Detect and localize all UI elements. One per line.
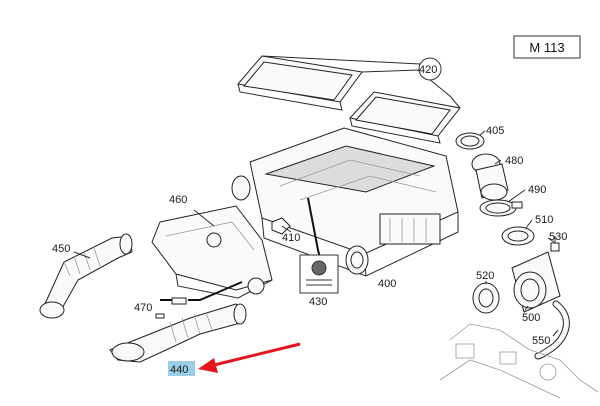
air-filter-element-lower <box>349 91 461 144</box>
leader-405 <box>479 130 486 136</box>
label-plate <box>299 254 339 294</box>
part-number-440[interactable]: 440 <box>170 364 188 376</box>
engine-background <box>439 323 599 399</box>
throttle-housing <box>511 251 561 313</box>
intake-duct <box>151 205 273 299</box>
air-filter-housing <box>231 127 459 277</box>
air-mass-sensor <box>471 153 509 201</box>
part-number-520[interactable]: 520 <box>476 270 494 282</box>
hose-clamp-490 <box>479 199 523 217</box>
leader-460 <box>193 209 215 227</box>
highlight-440 <box>168 361 195 376</box>
part-number-530[interactable]: 530 <box>549 231 567 243</box>
part-number-470[interactable]: 470 <box>134 302 152 314</box>
leader-510 <box>525 219 533 229</box>
sleeve-510 <box>501 226 535 246</box>
leader-450 <box>73 251 91 259</box>
seal-520 <box>472 282 500 314</box>
model-code-box: M 113 <box>513 35 581 59</box>
seal-ring <box>455 132 485 150</box>
leader-500 <box>524 305 529 311</box>
clip-410 <box>271 217 291 235</box>
leader-550 <box>552 329 559 337</box>
part-number-460[interactable]: 460 <box>169 194 187 206</box>
part-number-430[interactable]: 430 <box>309 296 327 308</box>
sensor-530 <box>550 236 560 252</box>
leader-490 <box>507 189 526 203</box>
part-number-500[interactable]: 500 <box>522 312 540 324</box>
leader-480 <box>494 159 502 165</box>
part-number-490[interactable]: 490 <box>528 184 546 196</box>
part-number-510[interactable]: 510 <box>535 214 553 226</box>
part-number-410[interactable]: 410 <box>282 232 300 244</box>
leader-530 <box>547 237 555 243</box>
part-number-405[interactable]: 405 <box>486 125 504 137</box>
part-number-420[interactable]: 420 <box>419 64 437 76</box>
intake-pipe-440 <box>109 303 247 363</box>
vent-hose <box>534 300 570 360</box>
part-number-480[interactable]: 480 <box>505 155 523 167</box>
air-filter-element-upper <box>237 55 363 111</box>
leader-410 <box>281 225 292 233</box>
red-arrow <box>198 342 301 373</box>
part-number-400[interactable]: 400 <box>378 278 396 290</box>
leader-470 <box>188 281 243 301</box>
part-number-450[interactable]: 450 <box>52 243 70 255</box>
callout-420 <box>418 57 442 81</box>
part-number-550[interactable]: 550 <box>532 335 550 347</box>
model-code-label: M 113 <box>529 40 564 55</box>
